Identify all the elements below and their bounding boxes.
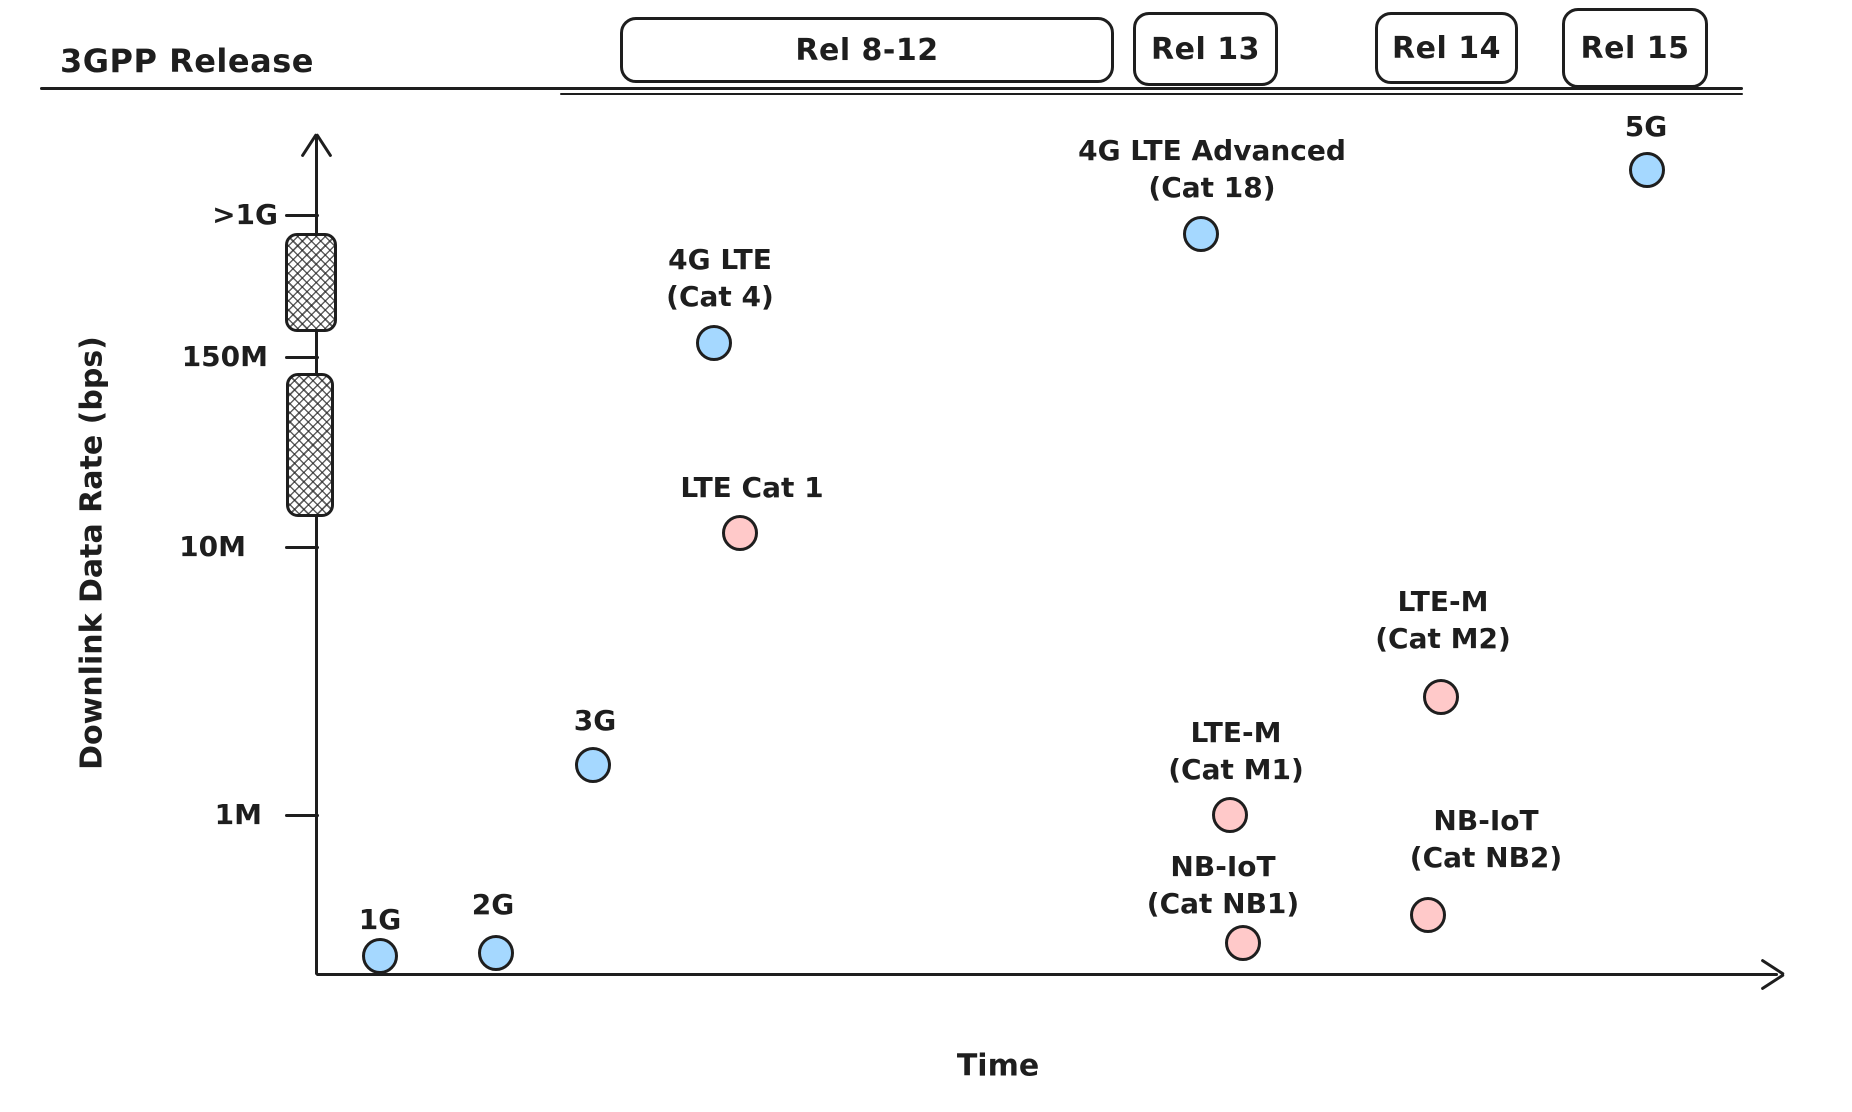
data-point-2g: [478, 935, 514, 971]
data-point-lte-cat1: [722, 515, 758, 551]
data-point-4g-lte-cat4: [696, 325, 732, 361]
data-point-lte-m-cat-m1: [1212, 797, 1248, 833]
data-point-label-line: 3G: [573, 704, 617, 737]
data-point-1g: [362, 938, 398, 974]
data-point-label-1g: 1G: [359, 901, 401, 938]
header-rule: [40, 87, 1743, 90]
y-tick-10m: [285, 546, 319, 549]
data-point-lte-m-cat-m2: [1423, 679, 1459, 715]
y-tick-150m: [285, 356, 319, 359]
release-box-rel-15: Rel 15: [1562, 8, 1708, 88]
data-point-label-3g: 3G: [574, 702, 616, 739]
data-point-nb-iot-cat-nb2: [1410, 897, 1446, 933]
x-axis-title: Time: [956, 1048, 1040, 1084]
data-point-label-lte-m-cat-m2: LTE-M (Cat M2): [1375, 583, 1511, 657]
data-point-label-line: 1G: [358, 903, 402, 936]
data-point-label-line: 4G LTE Advanced: [1078, 134, 1346, 167]
release-box-rel-8-12: Rel 8-12: [620, 17, 1114, 83]
y-tick-label-1m: 1M: [214, 798, 262, 831]
data-point-label-line: (Cat NB1): [1146, 887, 1300, 920]
release-box-rel-14: Rel 14: [1375, 12, 1518, 84]
y-tick-label-10m: 10M: [179, 530, 246, 563]
data-point-label-line: (Cat M1): [1168, 753, 1304, 786]
data-point-3g: [575, 747, 611, 783]
header-rule-overdraw: [560, 93, 1743, 95]
y-tick-label-150m: 150M: [181, 340, 268, 373]
y-axis-break-2: [286, 373, 334, 517]
data-point-label-line: NB-IoT: [1433, 804, 1539, 837]
data-point-nb-iot-cat-nb1: [1225, 925, 1261, 961]
data-point-label-line: 5G: [1624, 110, 1668, 143]
data-point-label-nb-iot-cat-nb2: NB-IoT (Cat NB2): [1410, 802, 1562, 876]
y-axis-break-1: [285, 233, 337, 332]
data-point-4g-lte-advanced-cat18: [1183, 216, 1219, 252]
data-point-label-line: 4G LTE: [668, 243, 772, 276]
data-point-label-line: (Cat 4): [666, 280, 774, 313]
x-axis-line: [316, 973, 1778, 976]
y-axis-title: Downlink Data Rate (bps): [74, 336, 110, 770]
y-tick-1m: [285, 814, 319, 817]
data-point-label-2g: 2G: [472, 886, 514, 923]
data-point-label-line: (Cat NB2): [1409, 841, 1563, 874]
data-point-label-line: (Cat M2): [1375, 622, 1511, 655]
data-point-label-line: LTE-M: [1397, 585, 1489, 618]
chart-title: 3GPP Release: [60, 42, 314, 80]
release-box-rel-13: Rel 13: [1133, 12, 1278, 86]
data-point-label-line: LTE Cat 1: [680, 471, 824, 504]
data-point-label-4g-lte-cat4: 4G LTE (Cat 4): [666, 241, 774, 315]
data-point-label-line: NB-IoT: [1170, 850, 1276, 883]
data-point-label-lte-m-cat-m1: LTE-M (Cat M1): [1168, 714, 1304, 788]
y-tick-label-1g: >1G: [212, 198, 278, 231]
data-point-label-line: LTE-M: [1190, 716, 1282, 749]
y-axis-line: [315, 136, 318, 975]
data-point-label-nb-iot-cat-nb1: NB-IoT (Cat NB1): [1147, 848, 1299, 922]
y-tick-1g: [285, 214, 319, 217]
data-point-label-line: (Cat 18): [1148, 171, 1276, 204]
data-point-label-line: 2G: [471, 888, 515, 921]
data-point-5g: [1629, 152, 1665, 188]
data-point-label-4g-lte-advanced-cat18: 4G LTE Advanced (Cat 18): [1078, 132, 1346, 206]
data-point-label-5g: 5G: [1625, 108, 1667, 145]
data-point-label-lte-cat1: LTE Cat 1: [680, 469, 823, 506]
